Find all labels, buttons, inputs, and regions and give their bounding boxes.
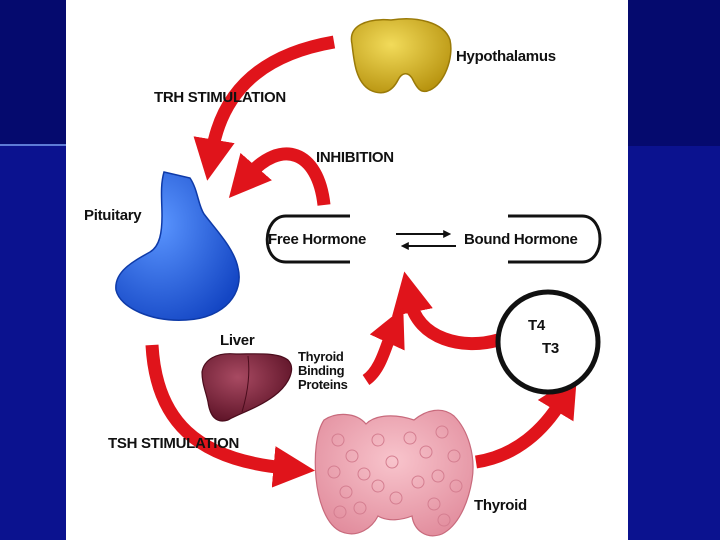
hypothalamus-icon	[350, 18, 452, 94]
tbp-line-1: Thyroid	[298, 349, 344, 364]
free-hormone-label: Free Hormone	[268, 231, 367, 248]
inhibition-label: INHIBITION	[316, 149, 394, 166]
trh-stimulation-arrow	[193, 35, 336, 181]
inhibition-arrow	[228, 147, 331, 206]
thyroid-to-t4t3-arrow	[474, 375, 577, 469]
thyroid-regulation-diagram	[115, 18, 602, 537]
diagram-panel: Hypothalamus TRH STIMULATION INHIBITION …	[66, 0, 628, 540]
thyroid-gland-icon	[314, 409, 474, 537]
tbp-line-2: Binding	[298, 363, 345, 378]
tsh-stimulation-label: TSH STIMULATION	[108, 435, 240, 452]
t4-label: T4	[528, 317, 545, 334]
slide-accent-line	[0, 144, 120, 146]
tsh-stimulation-arrow	[145, 344, 316, 488]
hypothalamus-label: Hypothalamus	[456, 48, 556, 65]
pituitary-icon	[115, 171, 240, 321]
thyroid-label: Thyroid	[474, 497, 527, 514]
t4-t3-circle	[495, 289, 601, 395]
bound-hormone-label: Bound Hormone	[464, 231, 578, 248]
binding-proteins-arrow	[362, 307, 405, 385]
tbp-line-3: Proteins	[298, 377, 348, 392]
liver-icon	[201, 353, 293, 422]
free-hormone-bracket	[265, 214, 350, 264]
t4t3-to-free-hormone-arrow	[392, 271, 500, 351]
pituitary-label: Pituitary	[84, 207, 142, 224]
equilibrium-arrows-icon	[396, 230, 456, 250]
liver-label: Liver	[220, 332, 255, 349]
trh-stimulation-label: TRH STIMULATION	[154, 89, 286, 106]
t3-label: T3	[542, 340, 559, 357]
bound-hormone-bracket	[508, 214, 602, 264]
thyroid-binding-proteins-label: Thyroid Binding Proteins	[298, 350, 348, 392]
